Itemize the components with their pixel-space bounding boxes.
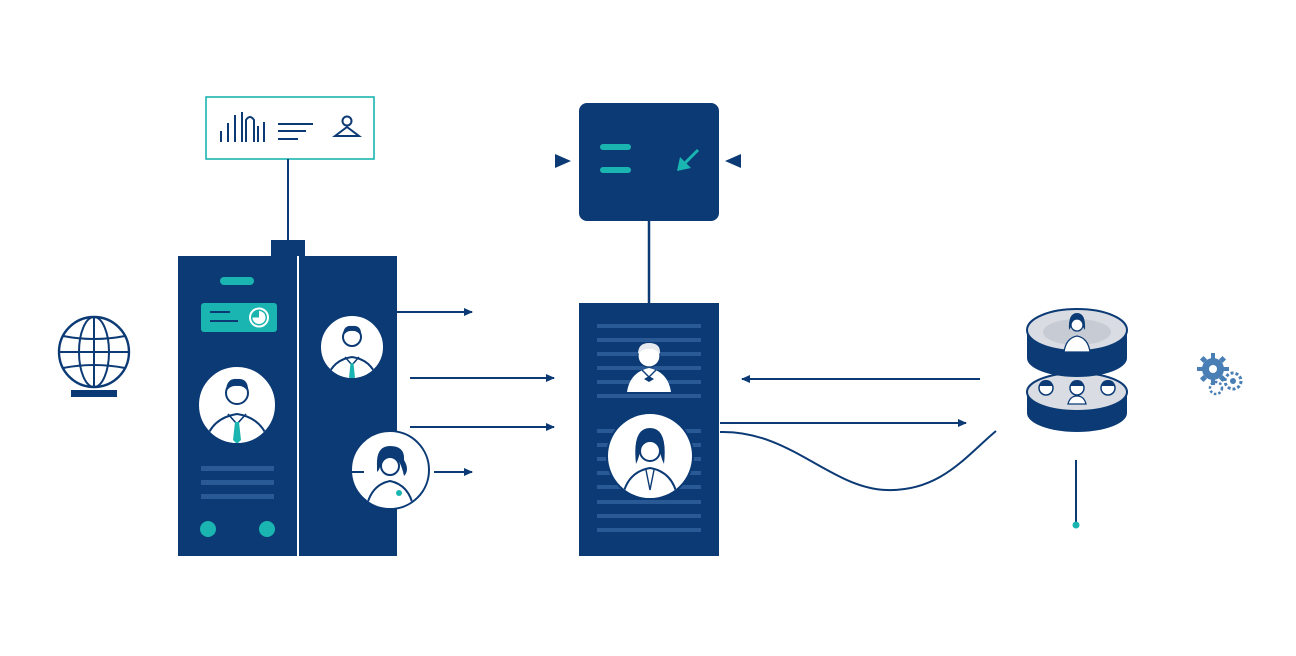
text-lines-icon	[278, 123, 313, 140]
menu-icon	[600, 144, 631, 173]
connection-left-to-center	[410, 374, 555, 431]
left-arrows	[328, 307, 473, 477]
avatar-woman-icon	[350, 430, 430, 510]
database-connector-node	[1072, 521, 1080, 529]
avatar-man-icon	[627, 343, 671, 392]
status-indicator-icon	[201, 303, 277, 332]
database-users-icon	[1026, 308, 1128, 432]
arrow-down-left-icon	[677, 148, 700, 171]
gears-icon	[1197, 353, 1243, 396]
avatar-man-icon	[197, 365, 277, 445]
analytics-panel	[205, 96, 375, 160]
connection-center-database	[719, 375, 997, 492]
bar-chart-icon	[220, 112, 265, 142]
server-center	[579, 303, 719, 556]
control-box	[555, 103, 741, 221]
avatar-woman-icon	[606, 412, 694, 500]
server-left	[178, 256, 430, 556]
server-connector-block	[271, 240, 305, 256]
user-icon	[332, 115, 362, 137]
avatar-man-icon	[319, 314, 385, 380]
globe-icon	[57, 315, 131, 397]
